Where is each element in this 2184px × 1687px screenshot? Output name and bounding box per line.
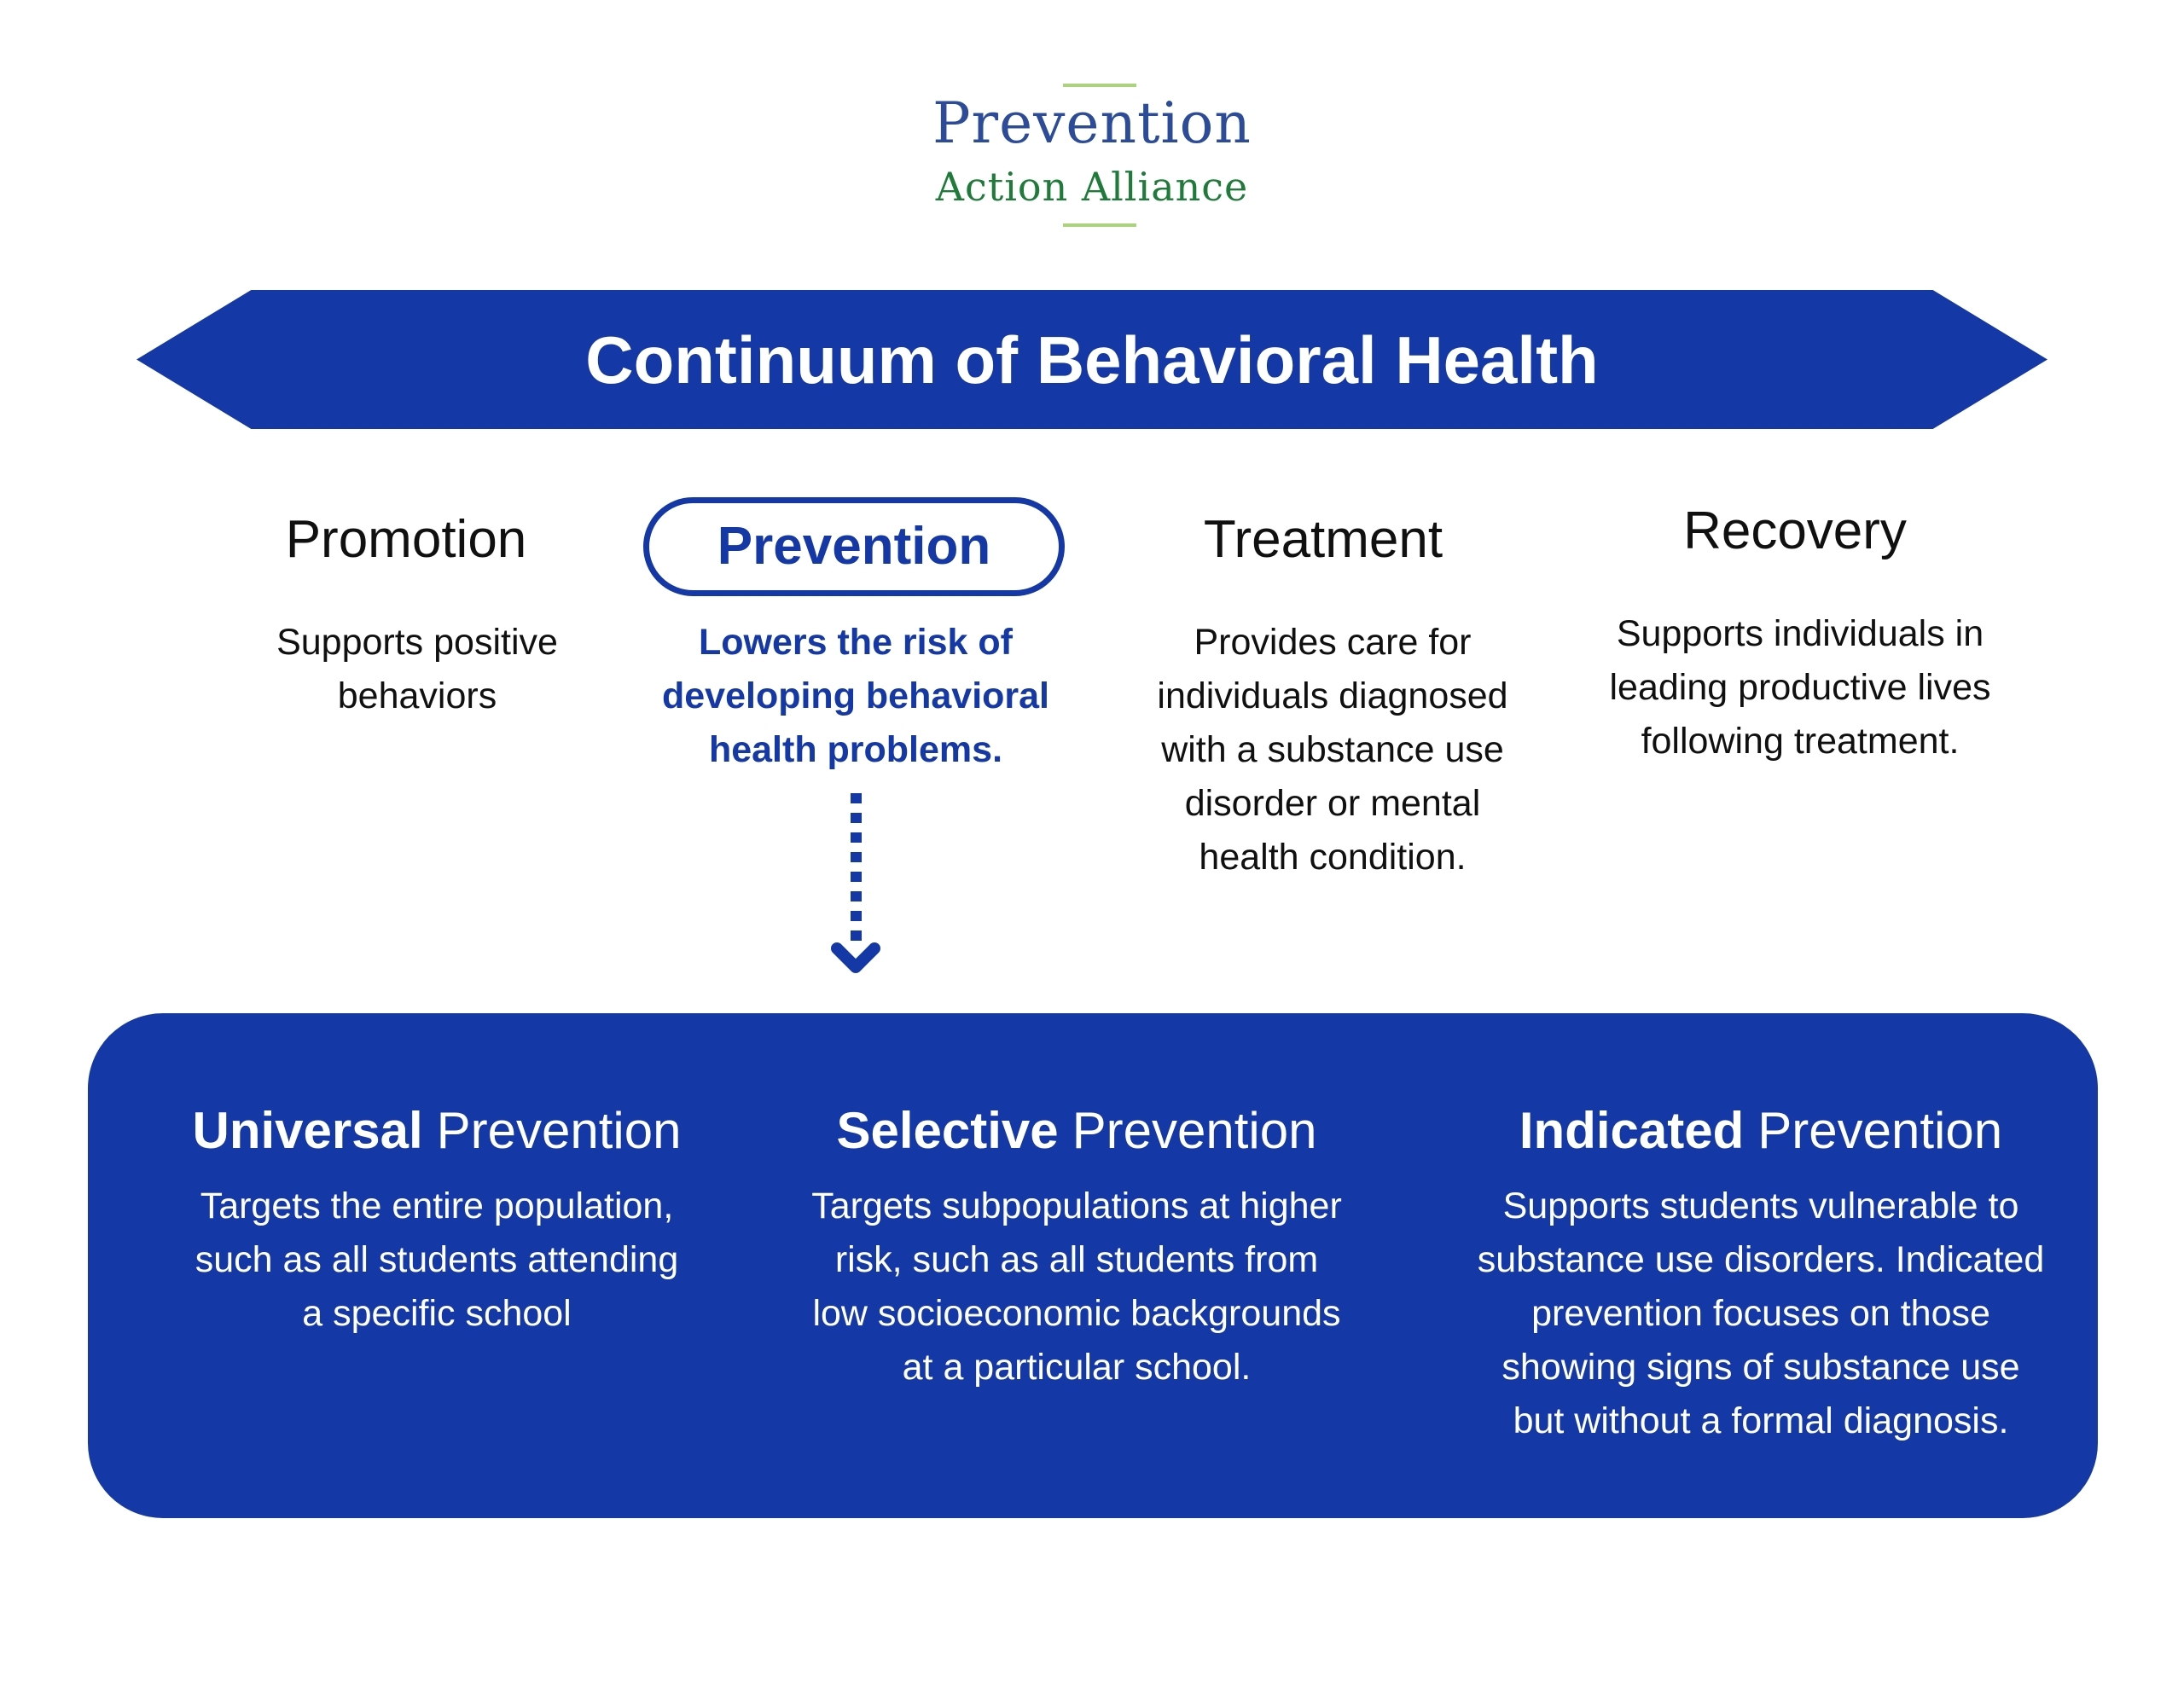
- type-desc-universal: Targets the entire population, such as a…: [195, 1186, 679, 1334]
- stage-label-promotion: Promotion: [285, 510, 527, 569]
- stage-label-prevention: Prevention: [717, 517, 991, 576]
- arrow-down-icon: [831, 942, 880, 973]
- dotted-connector-line: [851, 793, 862, 947]
- type-header-selective-rest: Prevention: [1072, 1102, 1317, 1159]
- stage-label-treatment: Treatment: [1203, 510, 1443, 569]
- type-header-indicated-bold: Indicated: [1519, 1102, 1745, 1159]
- type-header-indicated-rest: Prevention: [1757, 1102, 2003, 1159]
- logo-subtitle: Action Alliance: [935, 164, 1249, 210]
- stage-desc-prevention: Lowers the risk of developing behavioral…: [662, 622, 1049, 770]
- type-desc-selective: Targets subpopulations at higher risk, s…: [811, 1186, 1342, 1388]
- continuum-banner: Continuum of Behavioral Health: [136, 290, 2048, 429]
- stage-desc-treatment: Provides care for individuals diagnosed …: [1157, 622, 1508, 878]
- type-header-universal-rest: Prevention: [436, 1102, 682, 1159]
- type-header-selective-bold: Selective: [836, 1102, 1059, 1159]
- logo-divider-top: [1063, 84, 1136, 87]
- type-desc-indicated: Supports students vulnerable to substanc…: [1477, 1186, 2045, 1441]
- banner-title: Continuum of Behavioral Health: [585, 322, 1599, 397]
- stage-pill-prevention: Prevention: [643, 497, 1065, 596]
- stage-desc-recovery: Supports individuals in leading producti…: [1609, 613, 1991, 762]
- logo-title: Prevention: [932, 90, 1252, 156]
- type-header-universal-bold: Universal: [192, 1102, 423, 1159]
- stage-label-recovery: Recovery: [1683, 501, 1907, 560]
- stage-desc-promotion: Supports positive behaviors: [276, 622, 558, 716]
- logo-divider-bottom: [1063, 223, 1136, 227]
